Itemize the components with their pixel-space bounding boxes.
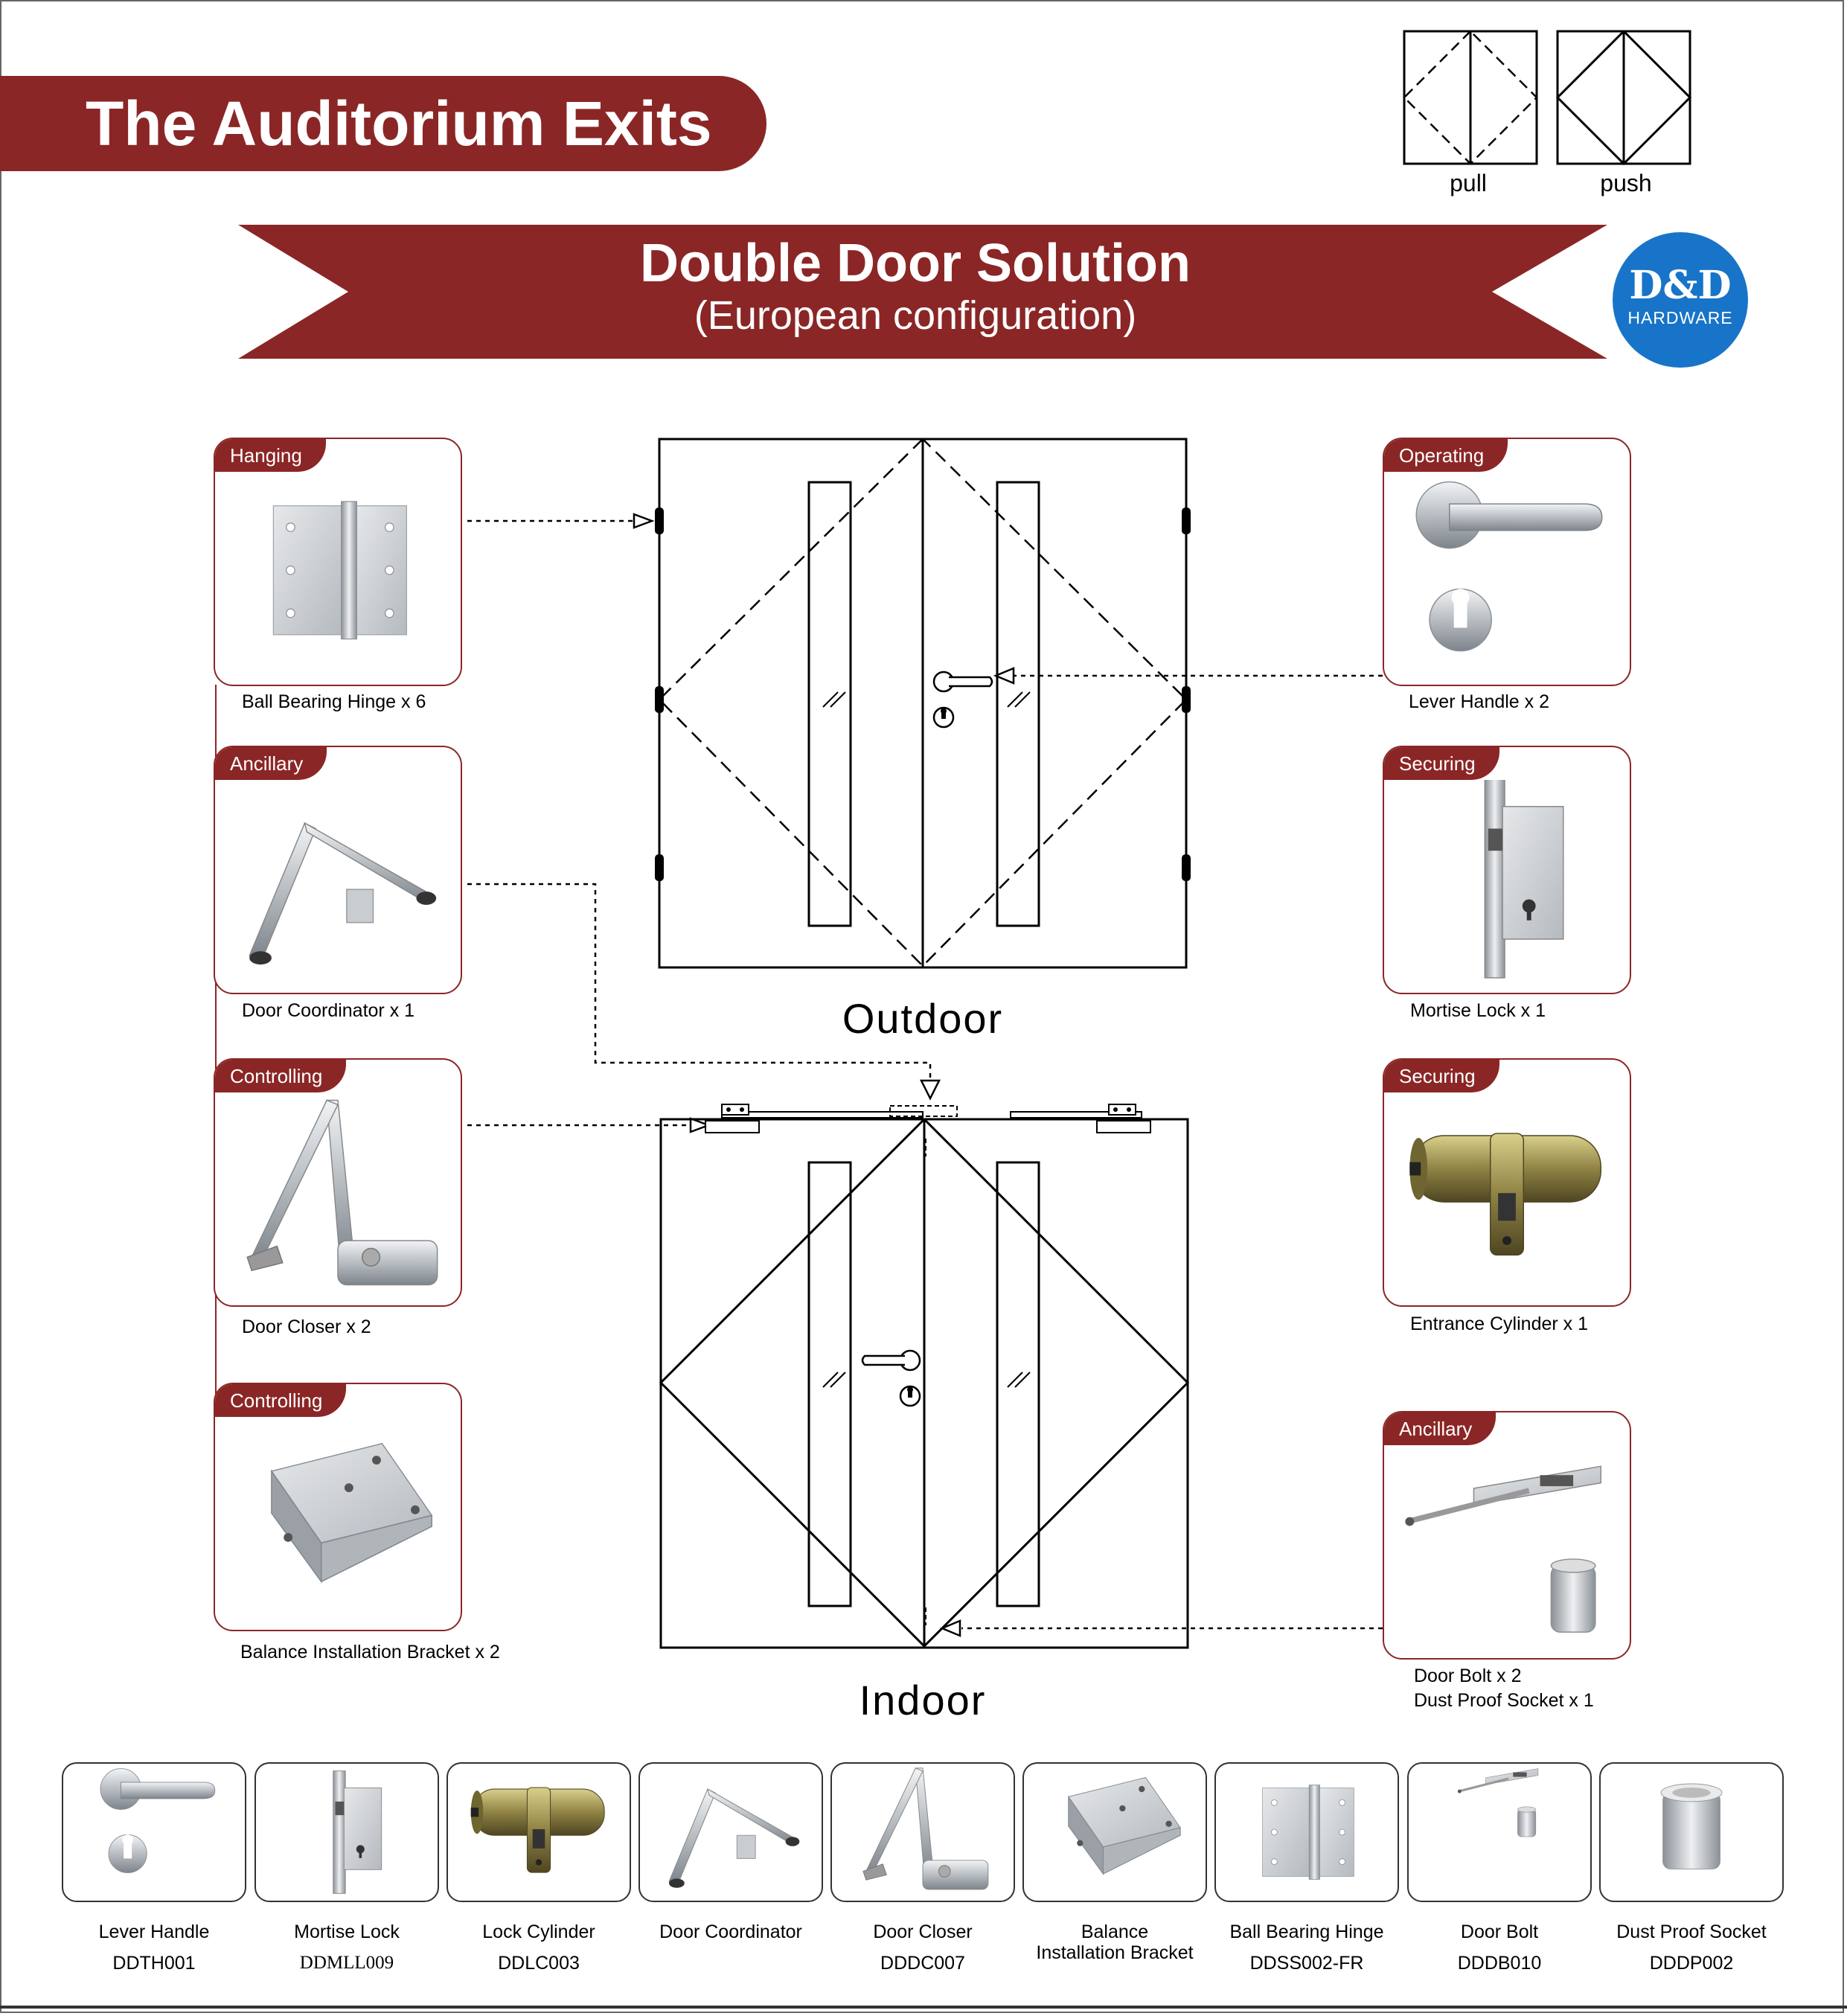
product-name: Door Bolt: [1460, 1921, 1539, 1942]
page-title: The Auditorium Exits: [86, 89, 712, 159]
product-code: DDDC007: [880, 1953, 965, 1974]
door-closer-icon: [862, 1767, 989, 1890]
swing-legend: [1403, 30, 1692, 166]
product-door-bolt[interactable]: [1407, 1762, 1592, 1902]
card-caption-coordinator: Door Coordinator x 1: [242, 1000, 415, 1021]
card-entrance-cylinder[interactable]: Securing: [1383, 1058, 1631, 1307]
door-closer-top-icon: [705, 1104, 1151, 1133]
product-balance-bracket[interactable]: [1022, 1762, 1207, 1902]
title-ribbon: [238, 225, 1607, 359]
product-code: DDLC003: [498, 1953, 580, 1974]
ball-bearing-hinge-icon: [272, 501, 408, 640]
product-name: Dust Proof Socket: [1616, 1921, 1767, 1942]
product-name: Mortise Lock: [294, 1921, 400, 1942]
solution-subtitle: (European configuration): [694, 293, 1137, 338]
product-door-closer[interactable]: [830, 1762, 1015, 1902]
pull-label: pull: [1450, 170, 1487, 196]
cylinder-icon: [470, 1787, 605, 1873]
card-category-tag: Securing: [1384, 1060, 1499, 1092]
card-category-tag: Controlling: [215, 1384, 347, 1417]
product-name: Installation Bracket: [1036, 1942, 1194, 1963]
card-category-tag: Ancillary: [215, 747, 327, 780]
product-name: Lock Cylinder: [482, 1921, 595, 1942]
door-closer-icon: [246, 1099, 438, 1286]
product-name: Balance: [1081, 1921, 1149, 1942]
card-category-tag: Hanging: [215, 439, 326, 472]
door-coordinator-icon: [249, 822, 437, 965]
lever-handle-icon: [1415, 481, 1603, 652]
logo-line2: HARDWARE: [1627, 308, 1733, 327]
outdoor-door-diagram: [655, 438, 1191, 969]
card-ball-bearing-hinge[interactable]: Hanging: [214, 438, 462, 686]
product-name: Ball Bearing Hinge: [1229, 1921, 1384, 1942]
product-lever-handle[interactable]: [62, 1762, 246, 1902]
push-swing-icon: [1555, 30, 1692, 166]
bottom-rule: [0, 2006, 1847, 2009]
card-door-bolt[interactable]: Ancillary: [1383, 1411, 1631, 1660]
solution-title: Double Door Solution: [640, 234, 1191, 293]
card-caption-socket: Dust Proof Socket x 1: [1414, 1690, 1594, 1711]
push-label: push: [1600, 170, 1652, 196]
bracket-icon: [1068, 1776, 1181, 1875]
card-lever-handle[interactable]: Operating: [1383, 438, 1631, 686]
card-category-tag: Controlling: [215, 1060, 347, 1092]
door-coordinator-icon: [668, 1788, 800, 1889]
card-caption-bracket: Balance Installation Bracket x 2: [240, 1642, 500, 1663]
product-ball-bearing-hinge[interactable]: [1214, 1762, 1399, 1902]
card-caption-hinge: Ball Bearing Hinge x 6: [242, 691, 426, 712]
card-mortise-lock[interactable]: Securing: [1383, 746, 1631, 994]
product-code: DDDP002: [1649, 1953, 1734, 1974]
product-mortise-lock[interactable]: [255, 1762, 439, 1902]
dd-hardware-logo: D&D HARDWARE: [1613, 232, 1748, 368]
mortise-lock-icon: [333, 1770, 382, 1894]
product-door-coordinator[interactable]: [638, 1762, 823, 1902]
lever-handle-icon: [100, 1768, 216, 1874]
card-door-closer[interactable]: Controlling: [214, 1058, 462, 1307]
card-caption-bolt: Door Bolt x 2: [1414, 1665, 1522, 1686]
card-caption-mortise: Mortise Lock x 1: [1410, 1000, 1546, 1021]
product-dust-proof-socket[interactable]: [1599, 1762, 1784, 1902]
product-name: Door Closer: [873, 1921, 973, 1942]
product-name: Lever Handle: [98, 1921, 210, 1942]
door-bolt-icon: [1384, 1445, 1630, 1658]
indoor-lever-icon: [861, 1349, 921, 1407]
mortise-lock-icon: [1484, 780, 1564, 979]
product-code: DDSS002-FR: [1249, 1953, 1364, 1974]
card-category-tag: Operating: [1384, 439, 1508, 472]
card-category-tag: Ancillary: [1384, 1412, 1497, 1445]
product-lock-cylinder[interactable]: [446, 1762, 631, 1902]
pull-swing-icon: [1403, 30, 1538, 165]
indoor-door-diagram: [659, 1104, 1190, 1649]
card-balance-installation-bracket[interactable]: Controlling: [214, 1383, 462, 1631]
door-bolt-icon: [1409, 1764, 1590, 1901]
dust-proof-socket-icon: [1660, 1783, 1723, 1869]
card-caption-closer: Door Closer x 2: [242, 1316, 371, 1337]
title-banner: The Auditorium Exits: [0, 76, 766, 171]
cylinder-icon: [1409, 1133, 1602, 1256]
card-category-tag: Securing: [1384, 747, 1499, 780]
card-door-coordinator[interactable]: Ancillary: [214, 746, 462, 994]
indoor-label: Indoor: [859, 1677, 987, 1724]
ball-bearing-hinge-icon: [1262, 1785, 1354, 1880]
product-code: DDTH001: [112, 1953, 196, 1974]
product-name: Door Coordinator: [659, 1921, 802, 1942]
card-caption-cylinder: Entrance Cylinder x 1: [1410, 1313, 1589, 1334]
outdoor-label: Outdoor: [842, 995, 1004, 1042]
product-code: DDMLL009: [299, 1953, 394, 1973]
logo-line1: D&D: [1629, 263, 1732, 308]
bracket-icon: [271, 1442, 433, 1583]
card-caption-lever: Lever Handle x 2: [1409, 691, 1550, 712]
outdoor-lever-icon: [932, 671, 993, 729]
product-code: DDDB010: [1457, 1953, 1542, 1974]
